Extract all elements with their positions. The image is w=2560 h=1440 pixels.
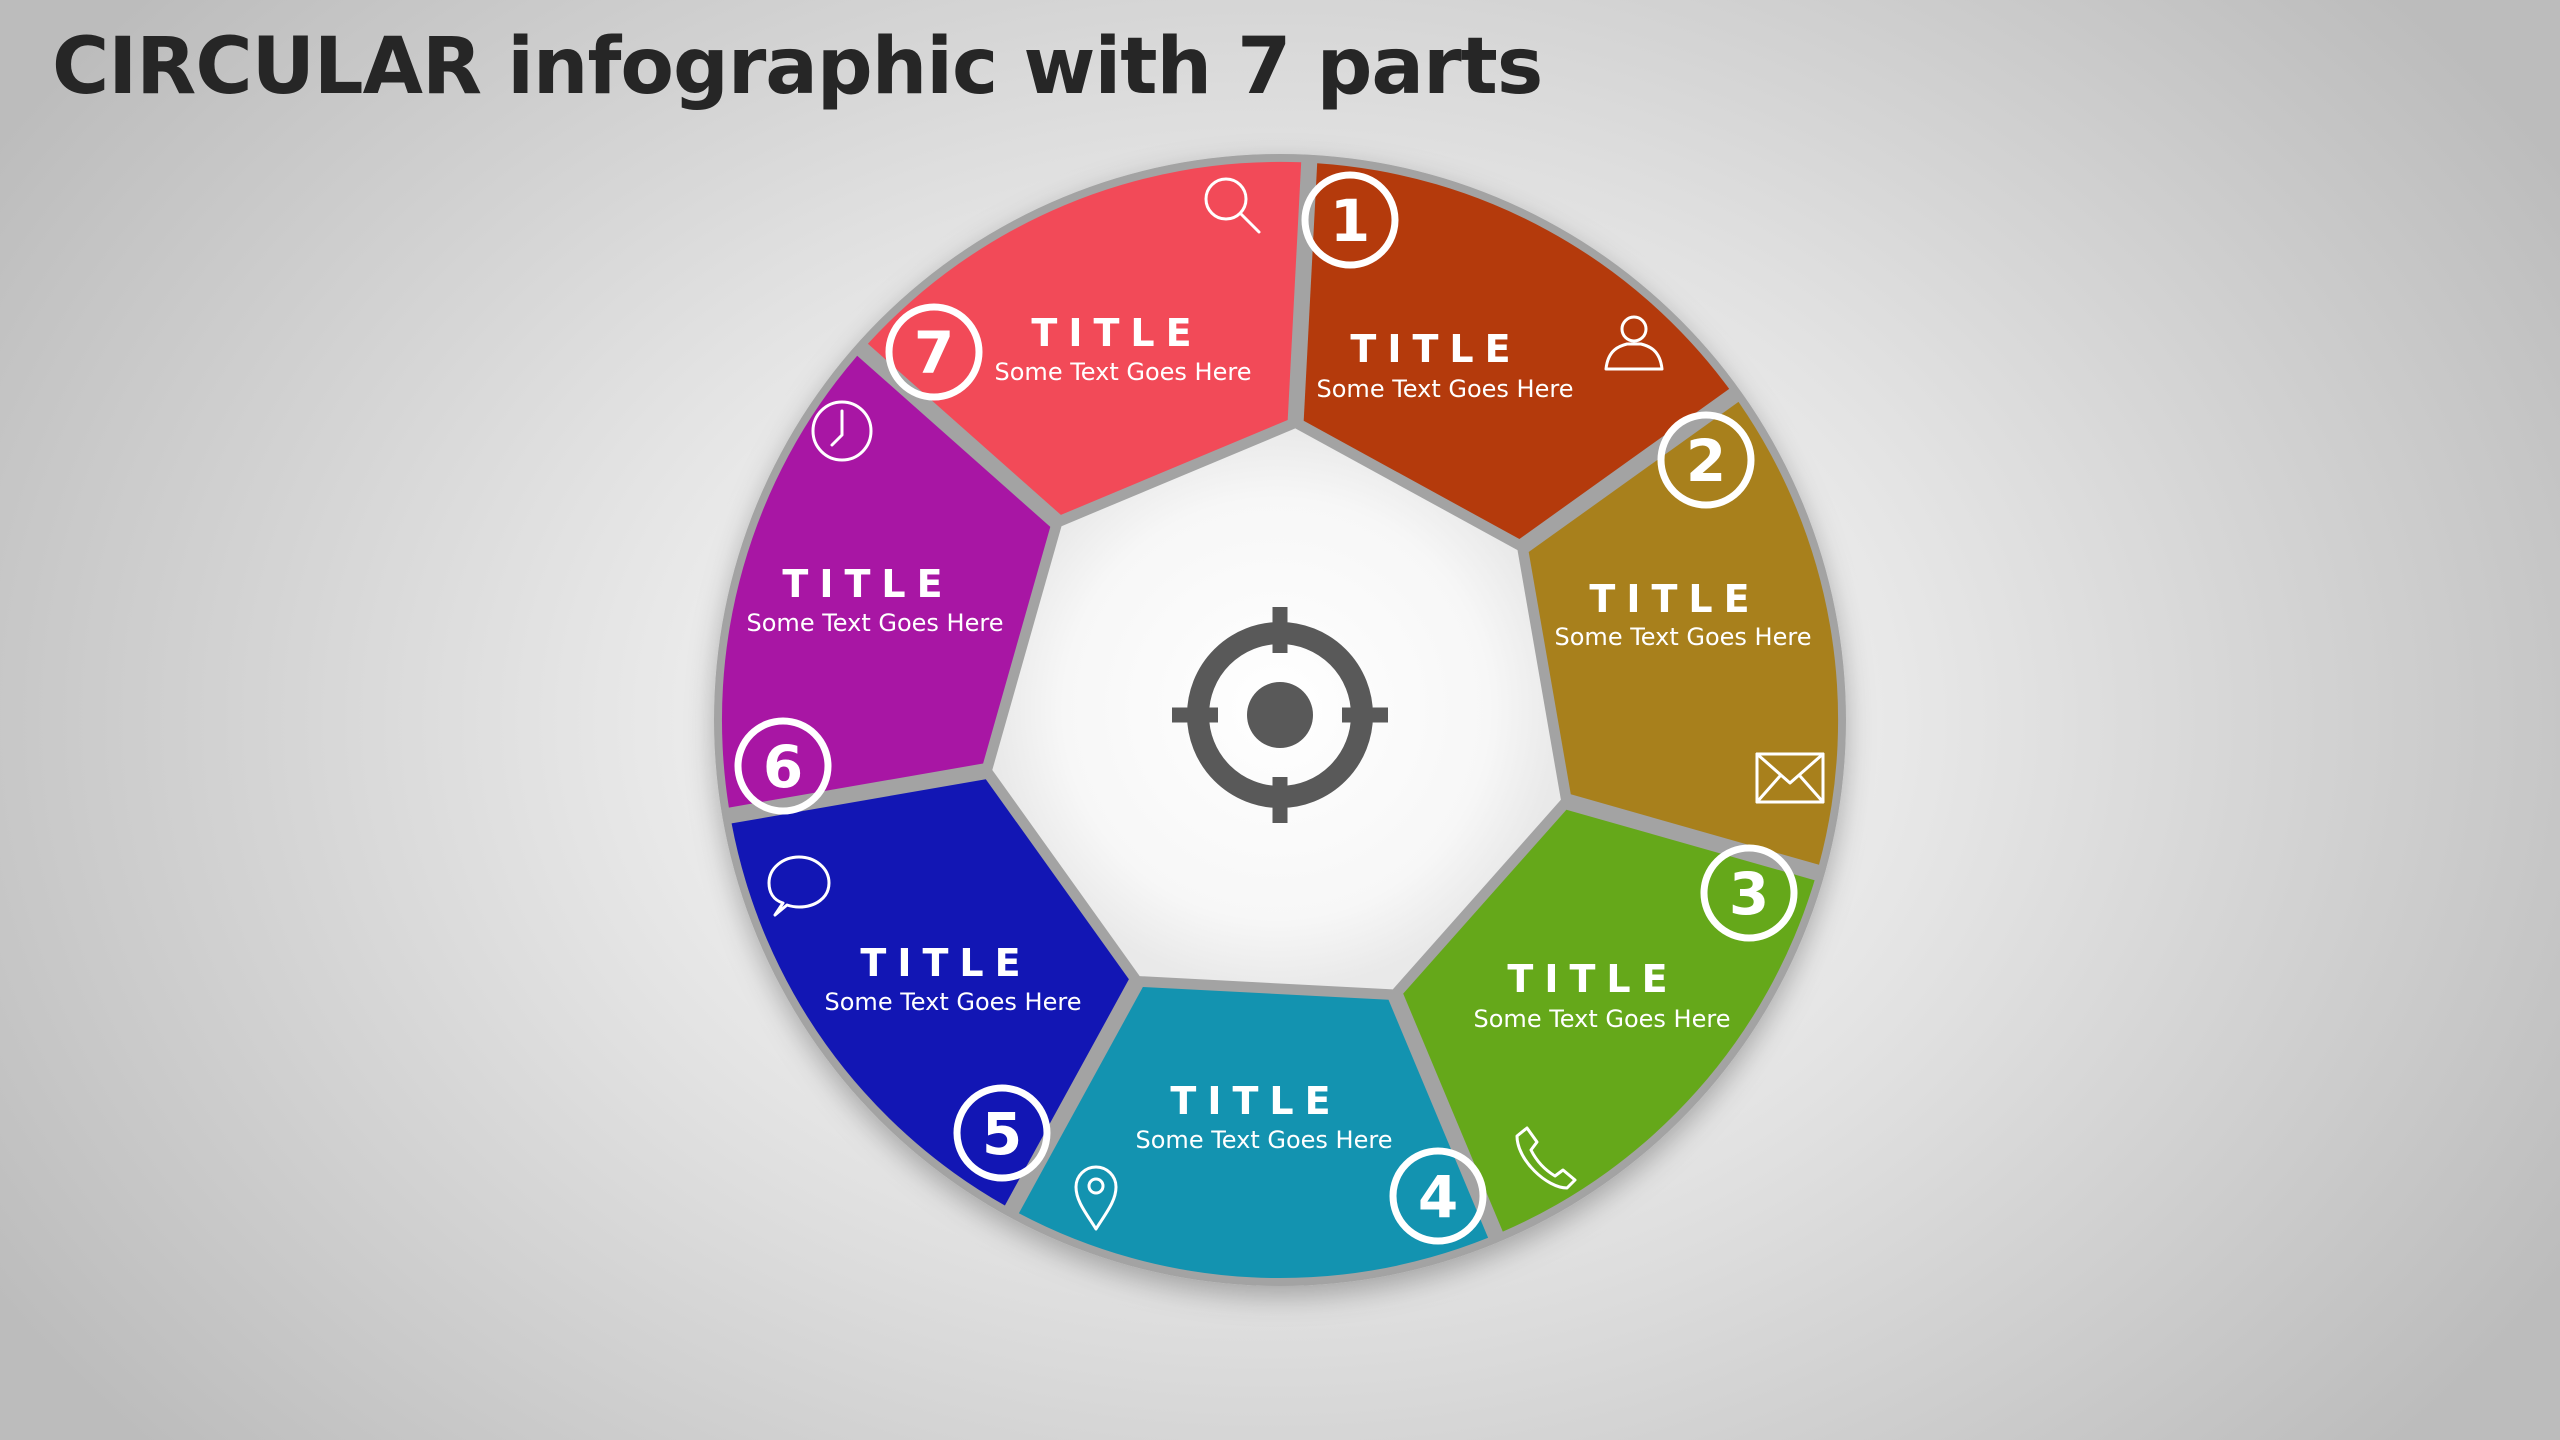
segment-5-number-badge <box>953 1084 1051 1182</box>
segment-5-number: 5 <box>982 1100 1022 1168</box>
segment-6-shape <box>721 355 1051 808</box>
segment-2-number: 2 <box>1686 427 1726 495</box>
segment-2-title: TITLE <box>1589 577 1760 621</box>
segment-4-number-badge <box>1389 1147 1487 1245</box>
segment-6-text: Some Text Goes Here <box>747 609 1004 637</box>
segment-6: TITLE Some Text Goes Here 6 <box>734 400 1004 815</box>
segment-4-number: 4 <box>1418 1163 1458 1231</box>
segment-6-number: 6 <box>763 733 803 801</box>
segment-1-text: Some Text Goes Here <box>1317 375 1574 403</box>
segment-1: TITLE Some Text Goes Here 1 <box>1301 171 1664 403</box>
segment-1-shape <box>1303 163 1730 539</box>
segment-5-title: TITLE <box>860 941 1031 985</box>
search-icon <box>1204 177 1261 234</box>
segment-7-shape <box>867 161 1302 515</box>
segment-7-number: 7 <box>914 319 954 387</box>
segment-4-title: TITLE <box>1170 1079 1341 1123</box>
segment-1-number: 1 <box>1330 187 1370 255</box>
segment-3: TITLE Some Text Goes Here 3 <box>1474 844 1798 1190</box>
segment-2-number-badge <box>1657 411 1755 509</box>
segment-6-title: TITLE <box>782 562 953 606</box>
location-pin-icon <box>1074 1165 1118 1231</box>
segment-2-text: Some Text Goes Here <box>1555 623 1812 651</box>
segment-3-title: TITLE <box>1507 957 1678 1001</box>
segment-7-text: Some Text Goes Here <box>995 358 1252 386</box>
segment-1-number-badge <box>1301 171 1399 269</box>
segment-3-number-badge <box>1700 844 1798 942</box>
phone-icon <box>1515 1126 1577 1190</box>
segment-6-number-badge <box>734 717 832 815</box>
segment-3-text: Some Text Goes Here <box>1474 1005 1731 1033</box>
segment-7-title: TITLE <box>1031 311 1202 355</box>
segment-1-title: TITLE <box>1350 327 1521 371</box>
segment-4-shape <box>1018 987 1489 1279</box>
speech-bubble-icon <box>767 855 831 917</box>
clock-icon <box>811 400 873 462</box>
envelope-icon <box>1755 752 1825 804</box>
segment-5: TITLE Some Text Goes Here 5 <box>767 855 1082 1182</box>
segment-3-number: 3 <box>1729 860 1769 928</box>
user-icon <box>1604 315 1664 371</box>
segment-4-text: Some Text Goes Here <box>1136 1126 1393 1154</box>
segment-5-text: Some Text Goes Here <box>825 988 1082 1016</box>
target-crosshair-icon <box>1172 607 1388 823</box>
segment-7: TITLE Some Text Goes Here 7 <box>885 177 1261 401</box>
segment-2: TITLE Some Text Goes Here 2 <box>1555 411 1825 804</box>
segment-4: TITLE Some Text Goes Here 4 <box>1074 1079 1487 1245</box>
segment-2-shape <box>1528 401 1839 865</box>
segment-7-number-badge <box>885 303 983 401</box>
page-title: CIRCULAR infographic with 7 parts <box>52 22 1543 112</box>
